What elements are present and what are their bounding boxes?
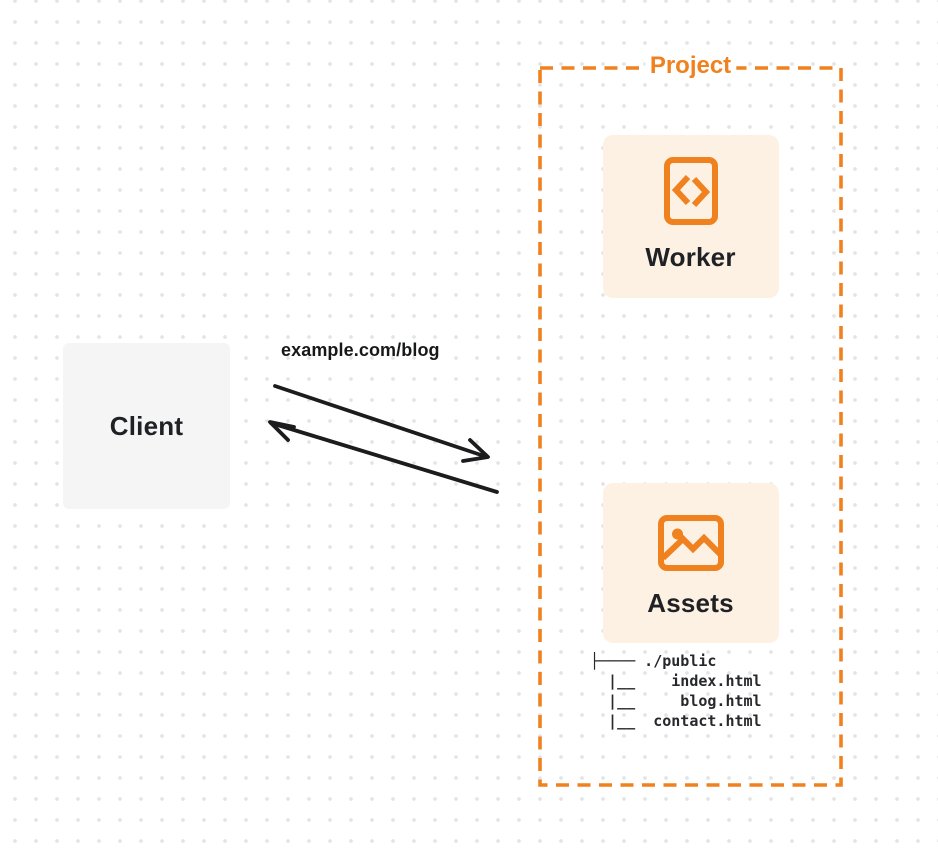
project-container: Project Worker Assets [538,52,843,787]
tree-line-contact: |__ contact.html [590,712,762,730]
request-url-label: example.com/blog [281,340,440,360]
tree-line-public: ├──── ./public [590,652,717,670]
assets-card: Assets [602,483,779,643]
worker-card: Worker [602,135,779,298]
assets-label: Assets [647,588,734,618]
client-node: Client [63,343,230,509]
tree-line-index: |__ index.html [590,672,762,690]
client-label: Client [109,410,184,441]
response-arrow [268,420,499,494]
worker-label: Worker [645,242,736,272]
request-arrow [273,384,490,463]
code-document-icon [663,157,718,225]
tree-line-blog: |__ blog.html [590,692,762,710]
project-title: Project [644,52,737,80]
file-tree: ├──── ./public |__ index.html |__ blog.h… [590,651,762,731]
image-icon [657,515,724,571]
